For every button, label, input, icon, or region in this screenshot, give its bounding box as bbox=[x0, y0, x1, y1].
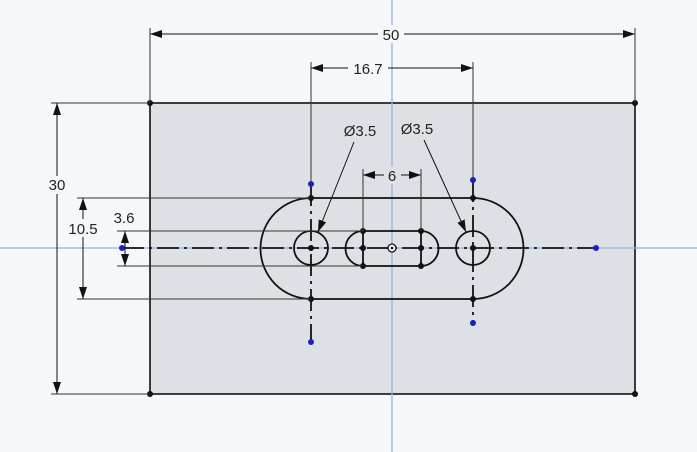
right-hole[interactable] bbox=[455, 230, 491, 266]
dim-label-30[interactable]: 30 bbox=[49, 177, 66, 194]
dim-label-right-hole-diameter[interactable]: Ø3.5 bbox=[401, 121, 434, 138]
origin-dot bbox=[390, 246, 394, 250]
dim-label-10-5[interactable]: 10.5 bbox=[68, 221, 97, 238]
dim-label-left-hole-diameter[interactable]: Ø3.5 bbox=[344, 123, 377, 140]
dim-label-6[interactable]: 6 bbox=[388, 168, 396, 185]
dim-label-50[interactable]: 50 bbox=[383, 27, 400, 44]
dim-label-16-7[interactable]: 16.7 bbox=[353, 61, 382, 78]
sketch-points[interactable] bbox=[147, 100, 638, 397]
leader-right-hole[interactable] bbox=[423, 139, 467, 233]
leader-left-hole[interactable] bbox=[317, 141, 355, 233]
dim-label-3-6[interactable]: 3.6 bbox=[114, 210, 135, 227]
